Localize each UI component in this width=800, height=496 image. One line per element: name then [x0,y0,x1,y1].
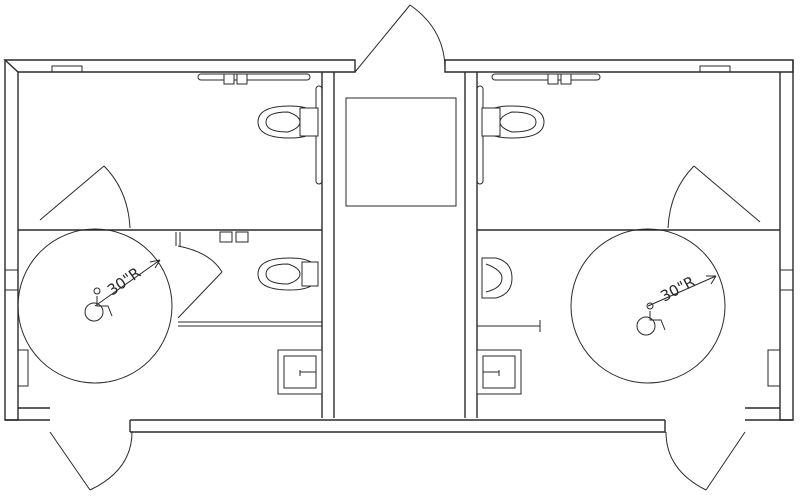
room-door [39,165,105,221]
urinal-icon [481,257,513,299]
room-door [693,165,761,223]
exterior-door-left-swing [89,431,133,491]
grab-bar-top-left [197,73,311,81]
turning-radius-label: 30"R [657,273,698,306]
toilet-icon [257,105,319,139]
stall-door [177,271,223,319]
exterior-door-right-swing [665,431,707,491]
tp-dispenser [560,73,572,85]
tp-dispenser [547,73,559,85]
sink-icon [277,349,323,395]
privacy-screen [477,320,541,332]
center-chase [321,4,478,418]
toilet-icon [481,105,545,139]
stall-door-swing [177,245,223,273]
turning-radius-label: 30"R [104,264,144,300]
left-restroom: 30"R [17,73,323,491]
exterior-door-left [49,431,91,491]
chase-door-swing [409,4,446,73]
exterior-walls [3,59,794,433]
grab-bar-top-right [491,73,601,81]
right-restroom: 30"R [476,73,780,491]
wheelchair-icon [84,287,113,322]
service-panel [345,97,457,207]
room-door-swing [103,165,131,229]
exterior-door-right [705,431,746,491]
sink-icon [476,349,522,395]
chase-door [354,4,411,73]
turning-circle-right [570,228,726,384]
tp-dispenser [223,73,235,85]
tp-dispenser [236,73,248,85]
turning-circle-left [17,228,173,384]
wheelchair-icon [636,302,666,336]
toilet-icon [257,257,319,291]
room-door-swing [667,165,695,229]
